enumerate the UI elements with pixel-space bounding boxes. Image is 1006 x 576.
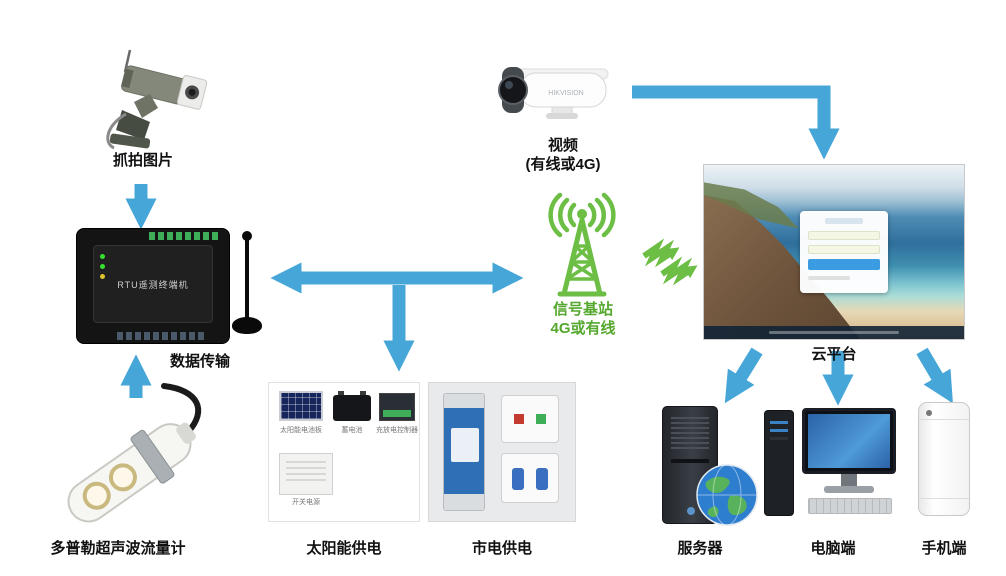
cloud-login-button (808, 259, 880, 270)
arrow-cloud-to-phone (916, 347, 953, 404)
phone-icon (918, 402, 970, 516)
flow-meter-label: 多普勒超声波流量计 (50, 540, 186, 557)
pc-monitor-screen (808, 414, 890, 468)
cloud-platform-label: 云平台 (811, 346, 857, 363)
flow-meter-cable (161, 383, 202, 435)
signal-tower-icon (548, 192, 616, 297)
video-camera-label-line1: 视频 (547, 137, 578, 154)
flow-meter-transducer-2 (108, 463, 137, 492)
server-power-button (687, 507, 695, 515)
video-camera-brand: HIKVISION (548, 90, 583, 97)
wireless-bolt-2 (660, 256, 698, 286)
din-power-supply-icon (443, 393, 485, 511)
cloud-login-link (808, 276, 850, 280)
charge-controller-icon (379, 393, 415, 421)
rtu-device-text: RTU遥测终端机 (117, 280, 189, 290)
pc-monitor-stand (841, 474, 857, 486)
mains-power-label: 市电供电 (471, 540, 532, 557)
rtu-antenna-rod (245, 238, 249, 320)
rtu-terminal-strip-bottom (117, 332, 207, 340)
cloud-platform-screenshot (703, 164, 965, 340)
solar-power-box: 太阳能电池板 蓄电池 充放电控制器 开关电源 (268, 382, 420, 522)
rtu-led-power (100, 254, 105, 259)
rtu-label: 数据传输 (169, 353, 230, 370)
phone-camera-dot (926, 410, 932, 416)
solar-panel-caption: 太阳能电池板 (280, 427, 322, 434)
switching-psu-caption: 开关电源 (292, 499, 320, 506)
switching-psu-icon (279, 453, 333, 495)
solar-panel-icon (279, 391, 323, 421)
server-globe-icon (696, 464, 758, 526)
video-camera-illustration: HIKVISION (498, 67, 609, 119)
pc-monitor-icon (802, 408, 896, 474)
server-drive-slot (671, 459, 709, 463)
rtu-device: RTU遥测终端机 (76, 228, 230, 344)
base-station-label-line2: 4G或有线 (550, 320, 616, 337)
rtu-led-status (100, 274, 105, 279)
battery-icon (333, 391, 371, 421)
pc-monitor-base (824, 486, 874, 493)
capture-camera-arm (134, 94, 158, 118)
flow-meter-transducer-1 (82, 481, 111, 510)
surge-protector-icon (501, 395, 559, 443)
rtu-antenna-base (232, 317, 262, 334)
cloud-login-password-field (808, 245, 880, 254)
rtu-antenna-tip (242, 231, 252, 241)
server-grille (671, 415, 709, 449)
pc-keyboard-icon (808, 498, 892, 514)
rtu-led-signal (100, 264, 105, 269)
mains-power-box (428, 382, 576, 522)
arrow-cloud-to-server (724, 347, 763, 404)
cloud-footer-bar (704, 326, 964, 339)
wireless-bolt-1 (642, 238, 680, 268)
rtu-front-panel: RTU遥测终端机 (93, 245, 213, 323)
flow-meter-clamp (130, 429, 175, 484)
battery-caption: 蓄电池 (341, 427, 363, 434)
server-label: 服务器 (677, 540, 723, 557)
arrow-camera-to-cloud (632, 85, 840, 160)
cloud-login-logo (825, 218, 863, 224)
charge-controller-caption: 充放电控制器 (376, 427, 418, 434)
pc-tower-icon (764, 410, 794, 516)
flow-meter-illustration (67, 383, 202, 523)
solar-power-label: 太阳能供电 (306, 540, 382, 557)
capture-camera-bracket (116, 110, 150, 140)
rtu-terminal-strip-top (149, 232, 221, 240)
flow-meter-gland (176, 422, 196, 444)
phone-label: 手机端 (921, 540, 967, 557)
capture-camera-cable (106, 112, 127, 150)
circuit-breaker-icon (501, 453, 559, 503)
pc-label: 电脑端 (810, 540, 856, 557)
cloud-login-panel (800, 211, 888, 293)
capture-camera-label: 抓拍图片 (112, 152, 173, 169)
video-camera-lens (498, 75, 528, 105)
capture-camera-illustration (106, 49, 208, 150)
base-station-label-line1: 信号基站 (552, 301, 613, 318)
cloud-login-username-field (808, 231, 880, 240)
video-camera-label-line2: (有线或4G) (525, 156, 601, 173)
